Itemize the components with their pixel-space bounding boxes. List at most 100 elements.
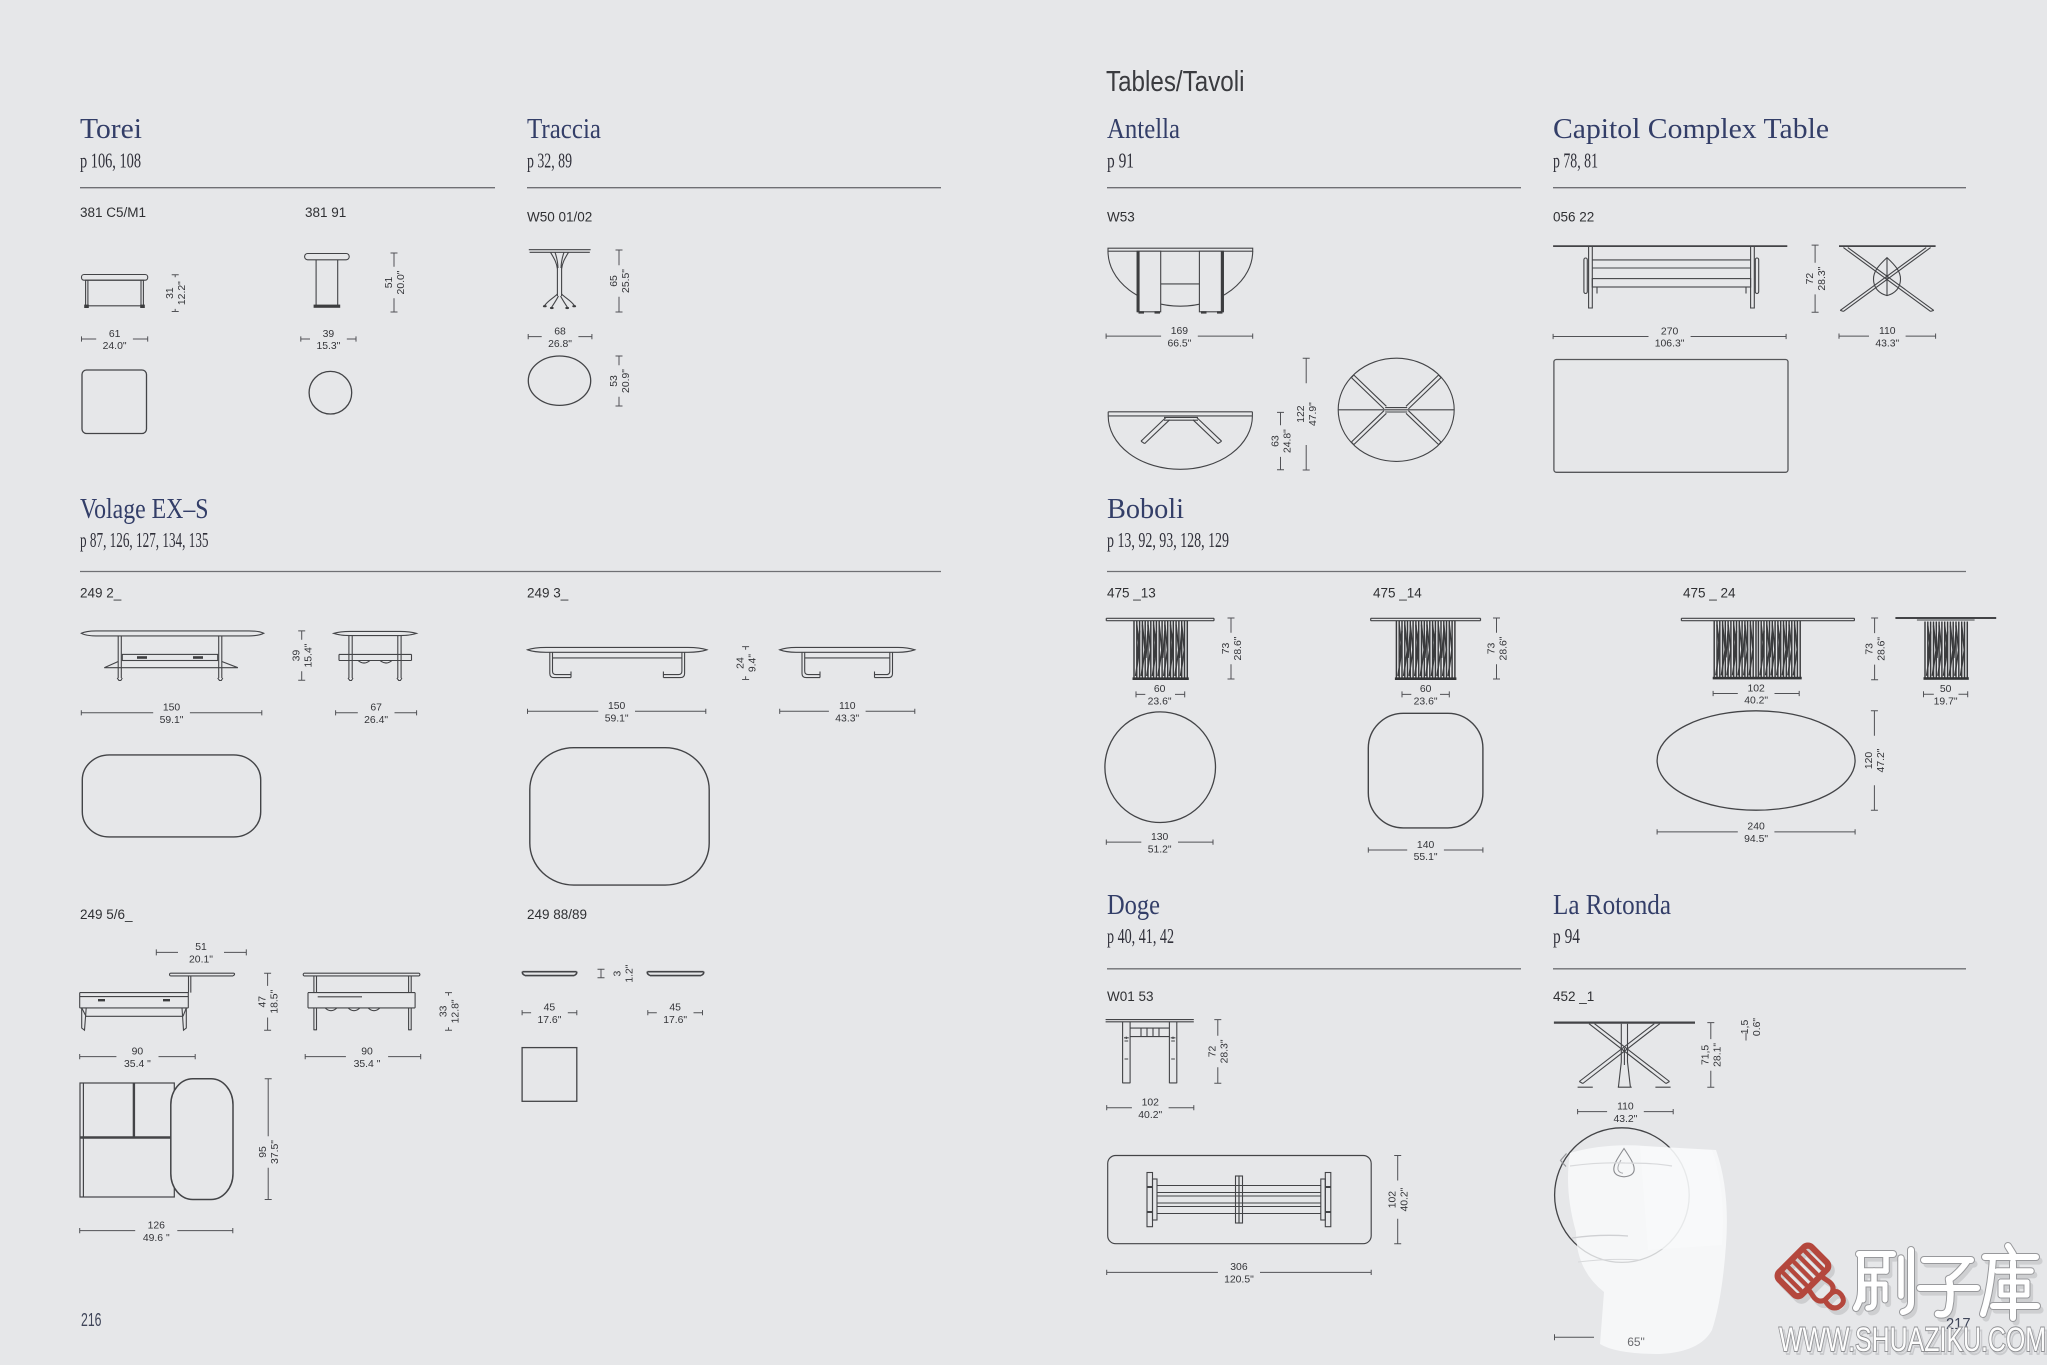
svg-text:475 _ 24: 475 _ 24 — [1683, 586, 1736, 601]
svg-text:60: 60 — [1420, 684, 1432, 695]
svg-text:45: 45 — [669, 1003, 681, 1014]
svg-text:7328.6": 7328.6" — [1864, 637, 1887, 661]
svg-text:Doge: Doge — [1107, 889, 1160, 921]
svg-text:26.4": 26.4" — [364, 715, 388, 726]
svg-text:40.2": 40.2" — [1744, 696, 1768, 707]
svg-text:3312.8": 3312.8" — [438, 999, 461, 1023]
svg-text:71,528.1": 71,528.1" — [1701, 1043, 1724, 1067]
svg-text:43.2": 43.2" — [1613, 1114, 1637, 1125]
svg-text:40.2": 40.2" — [1138, 1110, 1162, 1121]
svg-text:216: 216 — [81, 1310, 102, 1330]
svg-text:217: 217 — [1946, 1316, 1971, 1333]
svg-text:35.4 ": 35.4 " — [354, 1059, 381, 1070]
svg-text:9537.5": 9537.5" — [258, 1140, 281, 1164]
svg-text:45: 45 — [544, 1003, 556, 1014]
svg-text:Boboli: Boboli — [1107, 493, 1184, 525]
svg-text:7228.3": 7228.3" — [1208, 1039, 1231, 1063]
svg-text:120.5": 120.5" — [1224, 1275, 1254, 1286]
svg-text:90: 90 — [132, 1046, 144, 1057]
svg-text:43.3": 43.3" — [835, 714, 859, 725]
svg-text:61: 61 — [109, 329, 121, 340]
svg-text:475 _13: 475 _13 — [1107, 586, 1156, 601]
svg-text:La Rotonda: La Rotonda — [1553, 889, 1671, 921]
svg-text:68: 68 — [554, 326, 566, 337]
svg-text:475 _14: 475 _14 — [1373, 586, 1422, 601]
svg-text:Capitol Complex Table: Capitol Complex Table — [1553, 113, 1829, 145]
svg-text:249 2_: 249 2_ — [80, 586, 122, 601]
svg-text:110: 110 — [1879, 326, 1896, 337]
svg-text:10240.2": 10240.2" — [1388, 1187, 1411, 1211]
svg-text:306: 306 — [1230, 1262, 1248, 1273]
svg-text:110: 110 — [1617, 1101, 1634, 1112]
svg-text:Volage EX–S: Volage EX–S — [80, 493, 209, 525]
svg-text:249 3_: 249 3_ — [527, 586, 569, 601]
svg-text:110: 110 — [839, 701, 856, 712]
svg-text:Torei: Torei — [80, 113, 142, 145]
svg-text:p 91: p 91 — [1107, 148, 1134, 172]
svg-text:4718.5": 4718.5" — [257, 989, 280, 1013]
svg-text:381 C5/M1: 381 C5/M1 — [80, 205, 146, 220]
svg-text:24.0": 24.0" — [103, 341, 127, 352]
svg-text:p 94: p 94 — [1553, 924, 1580, 948]
svg-text:140: 140 — [1417, 840, 1435, 851]
svg-text:Traccia: Traccia — [527, 113, 601, 145]
svg-text:452 _1: 452 _1 — [1553, 989, 1594, 1004]
svg-text:150: 150 — [163, 703, 181, 714]
svg-text:Antella: Antella — [1107, 113, 1180, 145]
svg-text:35.4 ": 35.4 " — [124, 1059, 151, 1070]
svg-text:p 78, 81: p 78, 81 — [1553, 148, 1598, 172]
svg-text:p 106, 108: p 106, 108 — [80, 148, 141, 172]
svg-text:p 32, 89: p 32, 89 — [527, 148, 572, 172]
svg-text:1,50.6": 1,50.6" — [1740, 1018, 1763, 1036]
svg-text:106.3": 106.3" — [1655, 339, 1685, 350]
svg-text:249 5/6_: 249 5/6_ — [80, 907, 133, 922]
svg-text:65": 65" — [1627, 1335, 1645, 1349]
svg-text:51.2": 51.2" — [1148, 844, 1172, 855]
svg-text:12047.2": 12047.2" — [1864, 748, 1887, 772]
svg-text:60: 60 — [1154, 684, 1166, 695]
svg-text:59.1": 59.1" — [605, 714, 629, 725]
svg-text:W53: W53 — [1107, 210, 1135, 225]
svg-text:W01 53: W01 53 — [1107, 989, 1154, 1004]
svg-text:p 87, 126, 127, 134, 135: p 87, 126, 127, 134, 135 — [80, 528, 209, 552]
svg-text:381 91: 381 91 — [305, 205, 346, 220]
svg-text:126: 126 — [148, 1220, 166, 1231]
svg-text:55.1": 55.1" — [1414, 852, 1438, 863]
svg-text:Tables/Tavoli: Tables/Tavoli — [1106, 66, 1245, 98]
svg-text:WWW.SHUAZIKU.COM: WWW.SHUAZIKU.COM — [1779, 1321, 2046, 1359]
svg-text:6324.8": 6324.8" — [1270, 429, 1293, 453]
svg-text:19.7": 19.7" — [1934, 696, 1958, 707]
svg-text:3915.4": 3915.4" — [292, 643, 315, 667]
svg-text:94.5": 94.5" — [1744, 834, 1768, 845]
svg-text:66.5": 66.5" — [1167, 338, 1191, 349]
svg-text:20.1": 20.1" — [189, 955, 213, 966]
svg-text:43.3": 43.3" — [1875, 338, 1899, 349]
svg-text:6525.5": 6525.5" — [609, 269, 632, 293]
svg-text:p 13, 92, 93, 128, 129: p 13, 92, 93, 128, 129 — [1107, 528, 1229, 552]
svg-text:51: 51 — [195, 942, 207, 953]
svg-text:102: 102 — [1142, 1098, 1160, 1109]
svg-text:249 88/89: 249 88/89 — [527, 907, 587, 922]
svg-text:7328.6": 7328.6" — [1486, 636, 1509, 660]
svg-text:90: 90 — [361, 1046, 373, 1057]
svg-text:17.6": 17.6" — [663, 1015, 687, 1026]
svg-text:p 40, 41, 42: p 40, 41, 42 — [1107, 924, 1174, 948]
svg-text:7228.3": 7228.3" — [1805, 266, 1828, 290]
svg-text:26.8": 26.8" — [548, 339, 572, 350]
svg-text:15.3": 15.3" — [316, 341, 340, 352]
svg-text:17.6": 17.6" — [537, 1015, 561, 1026]
svg-text:39: 39 — [323, 329, 335, 340]
svg-text:240: 240 — [1747, 822, 1765, 833]
svg-text:7328.6": 7328.6" — [1221, 636, 1244, 660]
svg-text:130: 130 — [1151, 832, 1169, 843]
svg-text:50: 50 — [1940, 684, 1952, 695]
svg-text:WWW.SHUAZIKU.COM: WWW.SHUAZIKU.COM — [1779, 1321, 2046, 1359]
svg-text:WWW.SHUAZIKU.COM: WWW.SHUAZIKU.COM — [1782, 1324, 2047, 1362]
svg-text:056 22: 056 22 — [1553, 210, 1594, 225]
svg-text:23.6": 23.6" — [1414, 697, 1438, 708]
svg-text:12247.9": 12247.9" — [1296, 402, 1319, 426]
svg-text:23.6": 23.6" — [1148, 697, 1172, 708]
svg-text:5320.9": 5320.9" — [609, 369, 632, 393]
svg-text:3112.2": 3112.2" — [165, 281, 188, 305]
svg-text:249.4": 249.4" — [735, 654, 758, 672]
